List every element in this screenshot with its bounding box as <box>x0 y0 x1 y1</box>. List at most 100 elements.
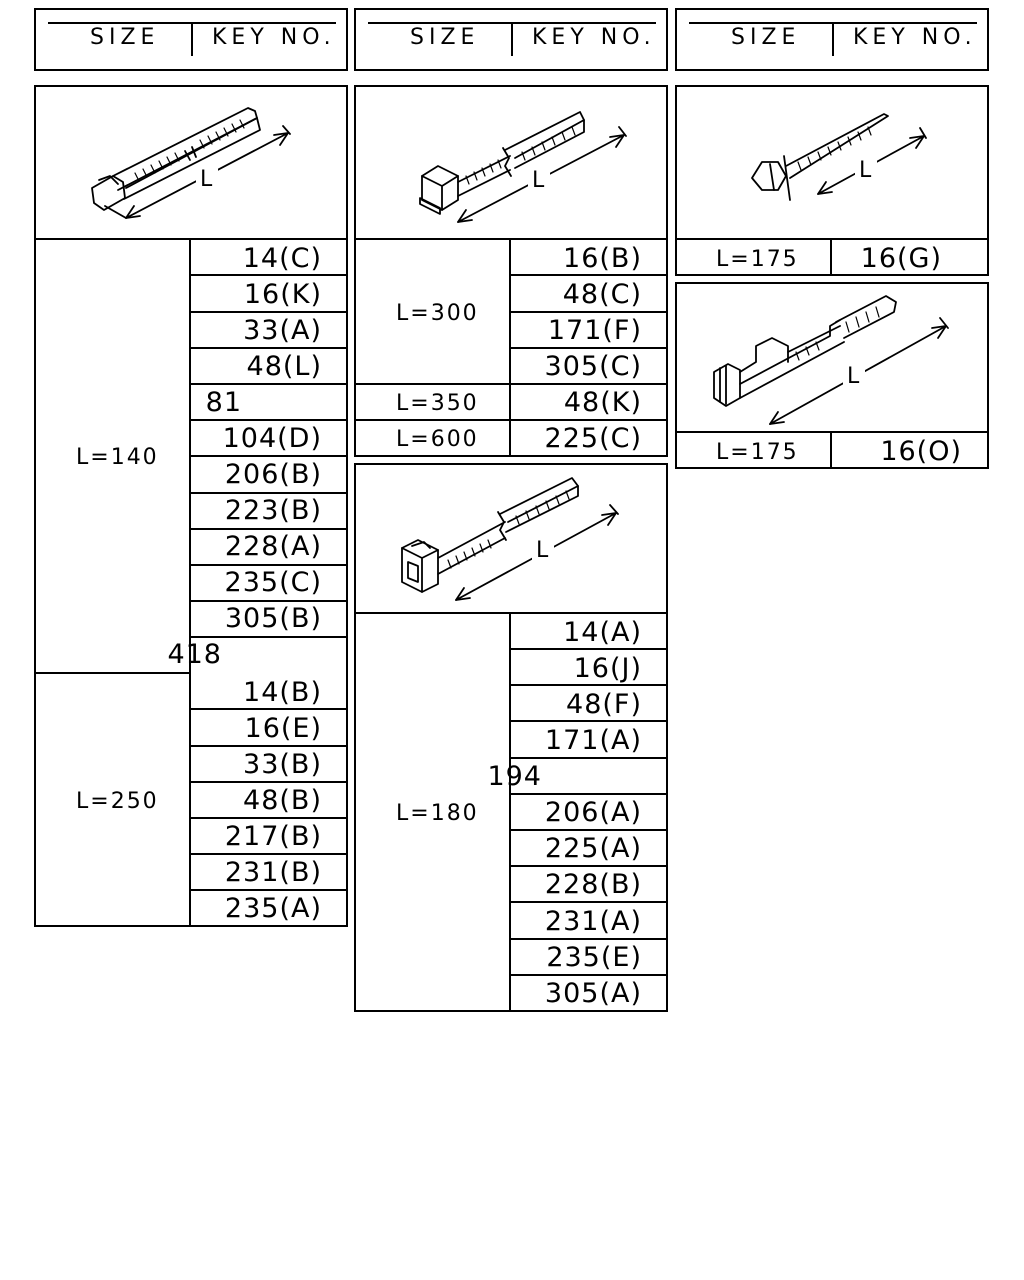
row-divider <box>190 636 348 638</box>
size-header: SIZE <box>410 25 480 50</box>
table-3-illustration-rule <box>354 612 668 614</box>
key-no-cell: 48(K) <box>563 387 642 418</box>
row-divider <box>190 419 348 421</box>
key-no-cell: 225(A) <box>544 833 642 864</box>
cable-tie-long-strap-drawing <box>419 111 627 223</box>
header-divider <box>511 24 513 56</box>
cable-tie-angled-head-drawing <box>91 107 291 219</box>
row-divider <box>190 600 348 602</box>
key-no-cell: 231(A) <box>544 906 642 937</box>
key-no-cell: 16(E) <box>244 713 322 744</box>
row-divider <box>190 781 348 783</box>
size-cell: L=600 <box>396 427 479 452</box>
header-col3: SIZE KEY NO. <box>675 8 989 71</box>
key-no-cell: 305(B) <box>224 603 322 634</box>
key-no-cell: 16(O) <box>880 436 962 467</box>
key-no-header: KEY NO. <box>212 25 336 50</box>
key-no-cell: 16(J) <box>573 653 642 684</box>
row-divider <box>510 757 668 759</box>
key-no-cell: 235(E) <box>546 942 642 973</box>
size-cell: L=250 <box>76 789 159 814</box>
key-no-cell: 206(A) <box>544 797 642 828</box>
key-no-cell: 305(C) <box>544 351 642 382</box>
row-divider <box>510 648 668 650</box>
table-3-column-divider <box>509 612 511 1012</box>
key-no-cell: 171(F) <box>547 315 642 346</box>
size-cell: L=180 <box>396 801 479 826</box>
header-rule <box>368 22 656 24</box>
size-header: SIZE <box>731 25 801 50</box>
row-divider <box>510 901 668 903</box>
row-divider <box>190 889 348 891</box>
row-divider <box>510 311 668 313</box>
row-divider <box>510 347 668 349</box>
row-divider <box>190 455 348 457</box>
cable-tie-table-3 <box>354 463 668 1012</box>
key-no-cell: 14(A) <box>563 617 642 648</box>
key-no-cell: 228(B) <box>544 869 642 900</box>
length-label: L <box>532 168 545 193</box>
row-divider <box>510 684 668 686</box>
cable-tie-mount-head-drawing <box>713 295 949 425</box>
row-divider <box>190 274 348 276</box>
row-divider <box>190 347 348 349</box>
key-no-cell: 231(B) <box>224 857 322 888</box>
key-no-cell: 16(B) <box>563 243 642 274</box>
key-no-cell: 418 <box>167 639 222 670</box>
key-no-cell: 48(B) <box>243 785 322 816</box>
key-no-cell: 225(C) <box>544 423 642 454</box>
key-no-cell: 48(C) <box>562 279 642 310</box>
table-2-group-divider <box>354 383 668 385</box>
key-no-cell: 171(A) <box>544 725 642 756</box>
cable-tie-table-4 <box>675 85 989 276</box>
key-no-cell: 305(A) <box>544 978 642 1009</box>
length-label: L <box>847 364 860 389</box>
key-no-cell: 14(C) <box>242 243 322 274</box>
key-no-cell: 217(B) <box>224 821 322 852</box>
key-no-cell: 33(A) <box>243 315 322 346</box>
table-4-column-divider <box>830 238 832 276</box>
length-label: L <box>536 538 549 563</box>
table-1-group-divider <box>34 672 190 674</box>
row-divider <box>510 938 668 940</box>
row-divider <box>190 853 348 855</box>
table-1-illustration-rule <box>34 238 348 240</box>
key-no-cell: 14(B) <box>243 677 322 708</box>
row-divider <box>190 528 348 530</box>
cable-tie-table-5 <box>675 282 989 469</box>
key-no-header: KEY NO. <box>853 25 977 50</box>
header-col2: SIZE KEY NO. <box>354 8 668 71</box>
row-divider <box>190 492 348 494</box>
cable-tie-clip-head-drawing <box>401 477 619 601</box>
table-5-illustration-rule <box>675 431 989 433</box>
key-no-cell: 33(B) <box>243 749 322 780</box>
key-no-cell: 48(L) <box>246 351 322 382</box>
key-no-cell: 81 <box>205 387 242 418</box>
key-no-cell: 16(K) <box>243 279 322 310</box>
size-cell: L=175 <box>716 440 799 465</box>
header-rule <box>48 22 336 24</box>
table-4-illustration-rule <box>675 238 989 240</box>
size-header: SIZE <box>90 25 160 50</box>
table-5-column-divider <box>830 431 832 469</box>
header-divider <box>191 24 193 56</box>
row-divider <box>190 708 348 710</box>
row-divider <box>510 865 668 867</box>
size-cell: L=350 <box>396 391 479 416</box>
key-no-cell: 16(G) <box>860 243 942 274</box>
key-no-cell: 206(B) <box>224 459 322 490</box>
header-rule <box>689 22 977 24</box>
row-divider <box>190 383 348 385</box>
row-divider <box>190 564 348 566</box>
key-no-cell: 223(B) <box>224 495 322 526</box>
key-no-cell: 235(C) <box>224 567 322 598</box>
key-no-header: KEY NO. <box>532 25 656 50</box>
row-divider <box>510 274 668 276</box>
table-1-column-divider <box>189 238 191 927</box>
cable-tie-push-mount-drawing <box>751 113 927 201</box>
row-divider <box>190 311 348 313</box>
header-divider <box>832 24 834 56</box>
size-cell: L=300 <box>396 301 479 326</box>
key-no-cell: 104(D) <box>222 423 322 454</box>
